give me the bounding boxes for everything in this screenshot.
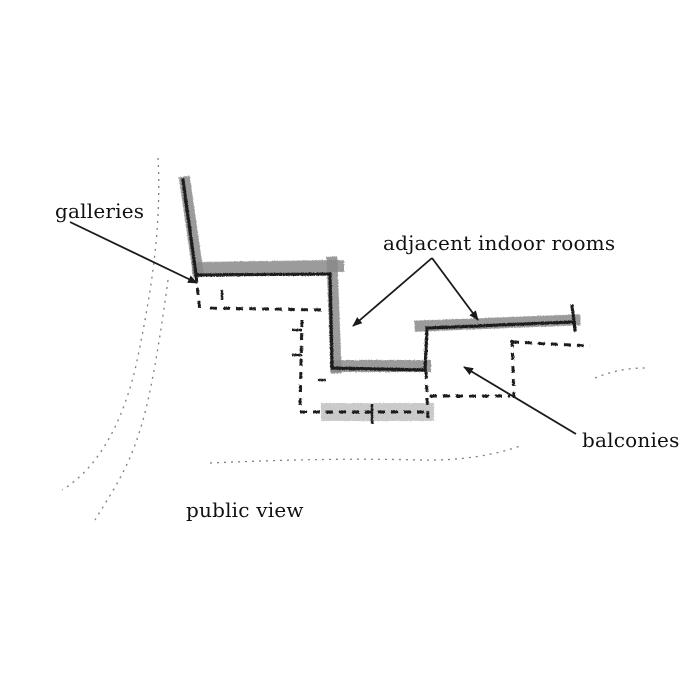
galleries-label: galleries — [55, 199, 145, 223]
building-walls — [178, 175, 591, 424]
public-ground-curves — [61, 157, 646, 521]
adjacent-arrow-left — [352, 257, 433, 327]
leader-arrows — [69, 221, 577, 435]
left-curve-inner — [94, 279, 169, 521]
gallery-dashes — [194, 274, 591, 421]
adjacent-indoor-rooms-label: adjacent indoor rooms — [383, 231, 616, 255]
hatched-walls — [178, 175, 581, 421]
galleries-arrow — [69, 221, 198, 284]
adjacent-arrow-right — [431, 257, 479, 321]
gallery-stubs — [220, 290, 374, 424]
balconies-label: balconies — [582, 428, 680, 452]
public-view-label: public view — [186, 498, 304, 522]
right-terrain-line — [594, 367, 646, 379]
balconies-arrow — [463, 366, 577, 435]
ground-line — [209, 445, 521, 464]
